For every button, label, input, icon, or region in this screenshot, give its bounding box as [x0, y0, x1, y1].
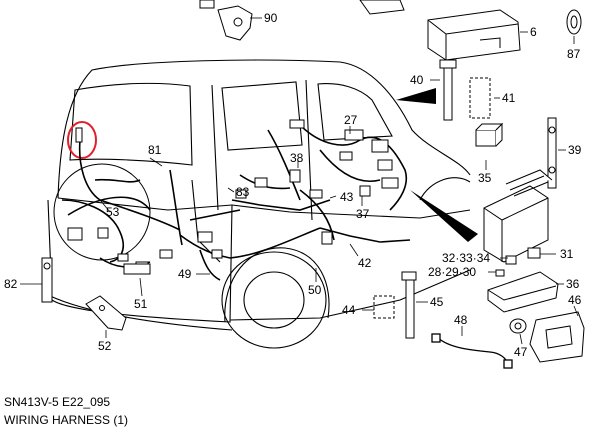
callout-40: 40 — [410, 73, 424, 87]
callout-32-33-34: 32·33·34 — [442, 251, 490, 265]
callout-47: 47 — [514, 345, 528, 359]
callout-6: 6 — [530, 25, 537, 39]
callout-53: 53 — [106, 205, 120, 219]
callout-39: 39 — [568, 143, 582, 157]
callout-51: 51 — [134, 297, 148, 311]
callout-42: 42 — [358, 256, 372, 270]
callout-90: 90 — [264, 11, 278, 25]
part-87-grommet — [566, 9, 582, 35]
part-41-pad — [469, 77, 491, 119]
callout-46: 46 — [568, 293, 582, 307]
part-junction-block — [483, 169, 553, 263]
callout-31: 31 — [560, 247, 574, 261]
part-46-bracket — [529, 311, 585, 363]
callout-38: 38 — [290, 151, 304, 165]
part-top-clip — [199, 0, 405, 15]
part-90-bracket — [217, 5, 253, 41]
part-32-fuse — [495, 255, 517, 277]
part-36-cover — [487, 271, 559, 313]
part-53-clamp — [67, 227, 83, 241]
vehicle-body — [47, 59, 471, 349]
callout-82: 82 — [4, 277, 18, 291]
part-48-cable — [431, 333, 513, 369]
callout-49: 49 — [178, 267, 192, 281]
part-6-bracket-tray — [427, 9, 521, 61]
diagram-title: WIRING HARNESS (1) — [4, 413, 129, 427]
callout-52: 52 — [98, 339, 112, 353]
callout-87: 87 — [567, 47, 581, 61]
callout-28-29-30: 28·29·30 — [428, 265, 476, 279]
part-82-clip — [41, 257, 53, 303]
callout-41: 41 — [502, 91, 516, 105]
highlight-circle — [67, 121, 97, 159]
callout-50: 50 — [308, 283, 322, 297]
part-39-clip — [547, 117, 557, 189]
callout-48: 48 — [454, 313, 468, 327]
callout-36: 36 — [566, 277, 580, 291]
part-45-stay — [401, 271, 417, 339]
harness-wires — [61, 124, 411, 281]
callout-43: 43 — [340, 190, 354, 204]
callout-35: 35 — [478, 171, 492, 185]
callout-81: 81 — [148, 143, 162, 157]
part-47-grommet — [509, 318, 527, 334]
diagram-code: SN413V-5 E22_095 — [4, 395, 111, 409]
part-52-bracket — [85, 295, 127, 331]
arrow-down-right — [410, 190, 478, 242]
harness-connectors — [75, 119, 399, 271]
callout-labels: 90 6 87 40 41 27 81 39 38 83 43 35 37 53… — [4, 11, 582, 359]
part-35-relay — [475, 122, 504, 147]
arrow-left — [396, 88, 436, 104]
callout-44: 44 — [342, 303, 356, 317]
part-40-stay — [439, 59, 457, 121]
callout-37: 37 — [356, 207, 370, 221]
part-31-relay — [527, 247, 541, 259]
callout-83: 83 — [236, 185, 250, 199]
part-51-clamp — [123, 263, 151, 275]
callout-45: 45 — [430, 295, 444, 309]
callout-27: 27 — [344, 113, 358, 127]
leader-lines — [20, 17, 579, 345]
part-44-pad — [373, 295, 395, 319]
